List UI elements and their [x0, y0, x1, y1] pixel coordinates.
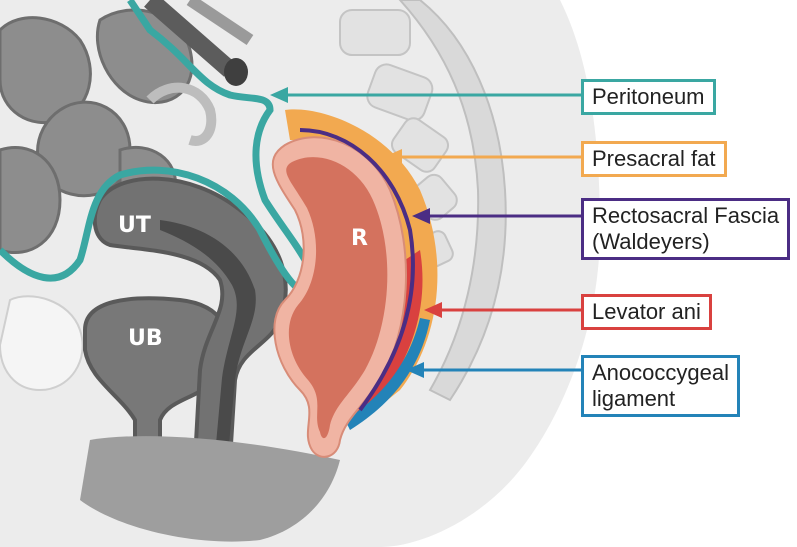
callout-peritoneum-label: Peritoneum — [592, 84, 705, 109]
uterine-cavity — [160, 220, 256, 455]
callout-anococcygeal-line2: ligament — [592, 386, 676, 411]
rectosacral-fascia-line — [299, 128, 415, 412]
ovary-tube — [146, 82, 217, 146]
organ-label-uterus: UT — [118, 213, 151, 238]
callout-anococcygeal-ligament: Anococcygeal ligament — [581, 355, 740, 417]
callout-peritoneum: Peritoneum — [581, 79, 716, 115]
uterus — [92, 176, 288, 462]
organ-label-bladder: UB — [128, 326, 163, 351]
callout-rectosacral-fascia-line2: (Waldeyers) — [592, 229, 710, 254]
callout-levator-ani: Levator ani — [581, 294, 712, 330]
callout-levator-ani-label: Levator ani — [592, 299, 701, 324]
leader-lines — [270, 87, 581, 378]
intestines — [0, 8, 194, 255]
callout-rectosacral-fascia: Rectosacral Fascia (Waldeyers) — [581, 198, 791, 260]
organ-label-rectum: R — [351, 226, 368, 251]
callout-anococcygeal-line1: Anococcygeal — [592, 360, 729, 385]
rectum — [286, 157, 388, 439]
callout-presacral-fat-label: Presacral fat — [592, 146, 716, 171]
vessels — [144, 0, 254, 86]
sacrum-outline — [398, 0, 507, 402]
callout-presacral-fat: Presacral fat — [581, 141, 727, 177]
callout-rectosacral-fascia-line1: Rectosacral Fascia — [592, 203, 780, 228]
pubic-bone — [0, 295, 84, 392]
perineum — [80, 436, 340, 542]
anococcygeal-ligament — [345, 318, 430, 430]
